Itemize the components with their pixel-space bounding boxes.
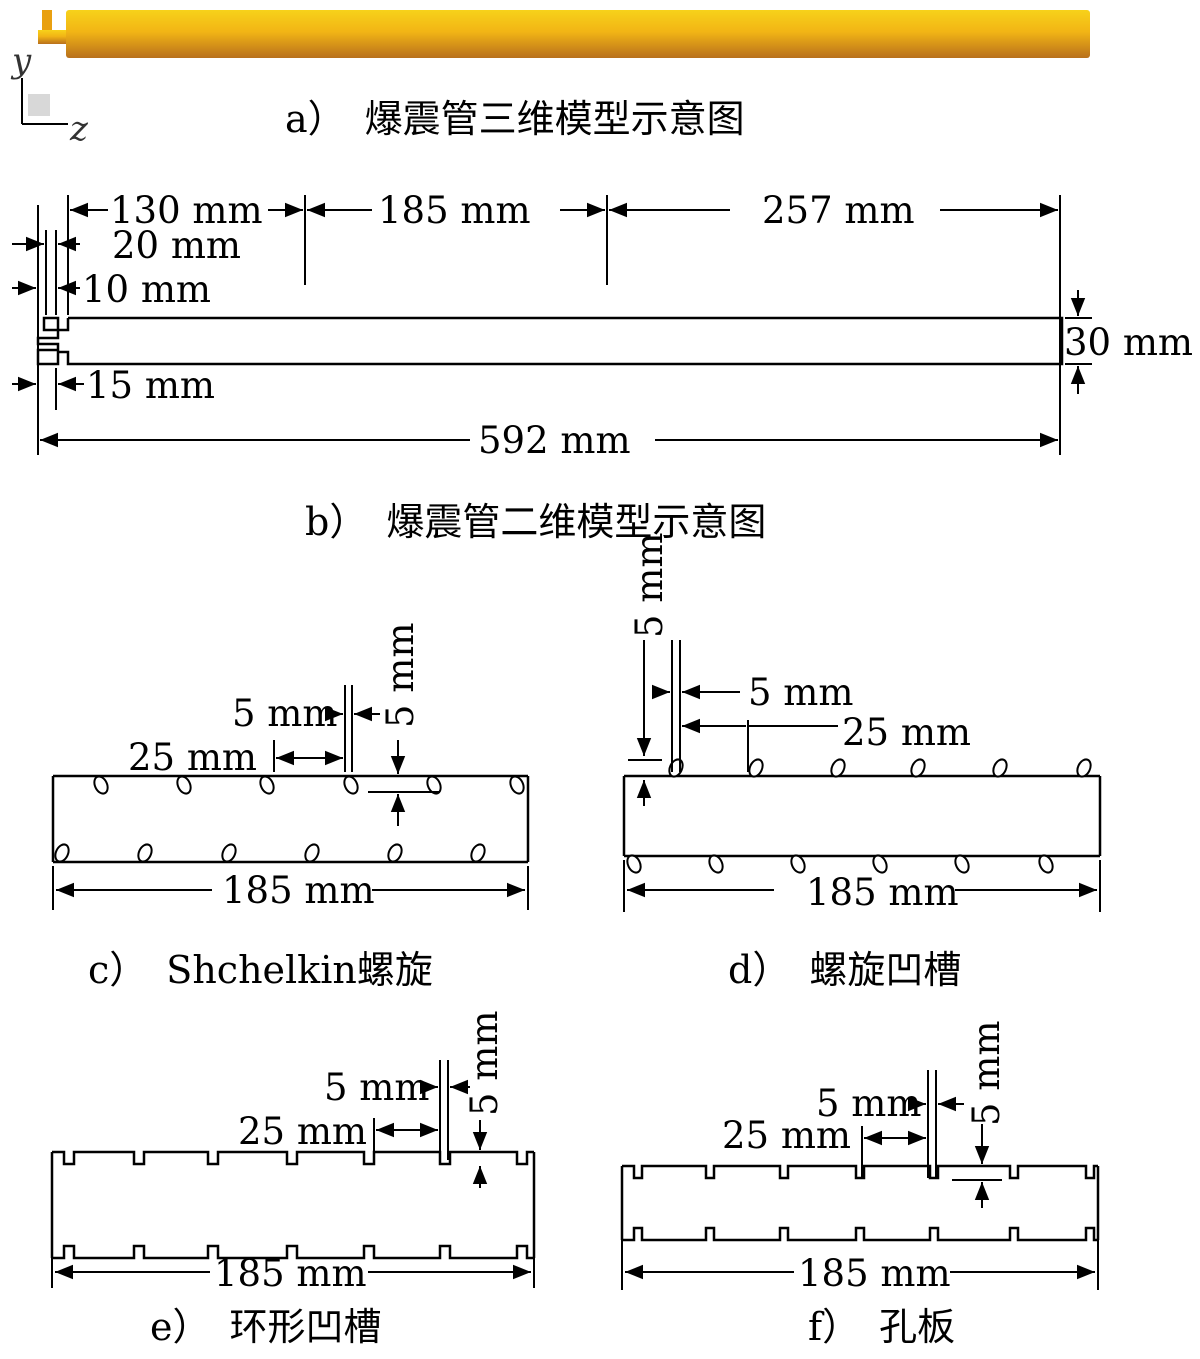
f-dim-len-label: 185 mm	[798, 1252, 951, 1295]
dim-30-label: 30 mm	[1064, 321, 1193, 364]
dim-10-label: 10 mm	[82, 268, 211, 311]
spiral-groove-outline	[622, 758, 1102, 874]
shchelkin-spiral-outline	[51, 774, 530, 864]
c-dim-len-label: 185 mm	[222, 869, 375, 912]
panel-d: 5 mm 5 mm 25 mm 185 mm d） 螺旋凹槽	[622, 533, 1102, 992]
groove-coil	[790, 854, 806, 874]
e-dim-h-label: 5 mm	[463, 1011, 506, 1116]
c-dim-h-label: 5 mm	[379, 623, 422, 728]
f-dim-w-label: 5 mm	[816, 1082, 921, 1125]
groove-coil	[872, 854, 888, 874]
c-dim-w-label: 5 mm	[232, 692, 337, 735]
panel-a: y z a） 爆震管三维模型示意图	[10, 10, 1090, 149]
spiral-coil	[304, 843, 320, 863]
c-dim-gap-label: 25 mm	[128, 736, 257, 779]
f-dim-gap-label: 25 mm	[722, 1114, 851, 1157]
annular-groove-outline	[50, 1150, 536, 1260]
e-dim-gap-label: 25 mm	[238, 1110, 367, 1153]
spiral-coil	[137, 843, 153, 863]
groove-coil	[1076, 758, 1092, 778]
d-dim-h-label: 5 mm	[628, 533, 671, 638]
spiral-coil	[221, 843, 237, 863]
panel-e: 25 mm 5 mm 5 mm 185 mm e） 环形凹槽	[50, 1011, 536, 1349]
orifice-plate-outline	[620, 1164, 1100, 1242]
caption-b: b） 爆震管二维模型示意图	[305, 500, 766, 544]
dim-257-label: 257 mm	[762, 189, 915, 232]
dim-185-label: 185 mm	[378, 189, 531, 232]
axis-y-label: y	[10, 41, 32, 81]
groove-coil	[910, 758, 926, 778]
groove-coil	[626, 854, 642, 874]
spiral-coil	[509, 775, 525, 795]
dim-592-label: 592 mm	[478, 419, 631, 462]
caption-f: f） 孔板	[808, 1305, 955, 1349]
groove-coil	[748, 758, 764, 778]
panel-c: 25 mm 5 mm 5 mm 185 mm c） Shchelkin螺旋	[51, 623, 530, 992]
caption-c: c） Shchelkin螺旋	[88, 948, 433, 992]
caption-d: d） 螺旋凹槽	[728, 948, 961, 992]
panel-b: 130 mm 185 mm 257 mm 20 mm 10 mm 15 mm 3…	[12, 189, 1193, 544]
spiral-coil	[343, 775, 359, 795]
tube-2d-outline	[36, 316, 1064, 366]
d-dim-w-label: 5 mm	[748, 671, 853, 714]
spiral-coil	[387, 843, 403, 863]
axis-z-label: z	[69, 109, 89, 149]
groove-coil	[708, 854, 724, 874]
e-dim-w-label: 5 mm	[324, 1066, 429, 1109]
spiral-coil	[93, 775, 109, 795]
tube-3d-render	[38, 10, 1090, 58]
panel-f: 25 mm 5 mm 5 mm 185 mm f） 孔板	[620, 1021, 1100, 1349]
e-dim-len-label: 185 mm	[214, 1252, 367, 1295]
groove-coil	[1038, 854, 1054, 874]
caption-e: e） 环形凹槽	[150, 1305, 382, 1349]
f-dim-h-label: 5 mm	[965, 1021, 1008, 1126]
dim-130-label: 130 mm	[110, 189, 263, 232]
groove-coil	[830, 758, 846, 778]
caption-a: a） 爆震管三维模型示意图	[285, 97, 745, 141]
spiral-coil	[54, 843, 70, 863]
spiral-coil	[176, 775, 192, 795]
dim-20-label: 20 mm	[112, 224, 241, 267]
dim-15-label: 15 mm	[86, 364, 215, 407]
spiral-coil	[470, 843, 486, 863]
coordinate-axes: y z	[10, 41, 89, 149]
groove-coil	[992, 758, 1008, 778]
groove-coil	[954, 854, 970, 874]
spiral-coil	[259, 775, 275, 795]
d-dim-len-label: 185 mm	[806, 871, 959, 914]
d-dim-gap-label: 25 mm	[842, 711, 971, 754]
